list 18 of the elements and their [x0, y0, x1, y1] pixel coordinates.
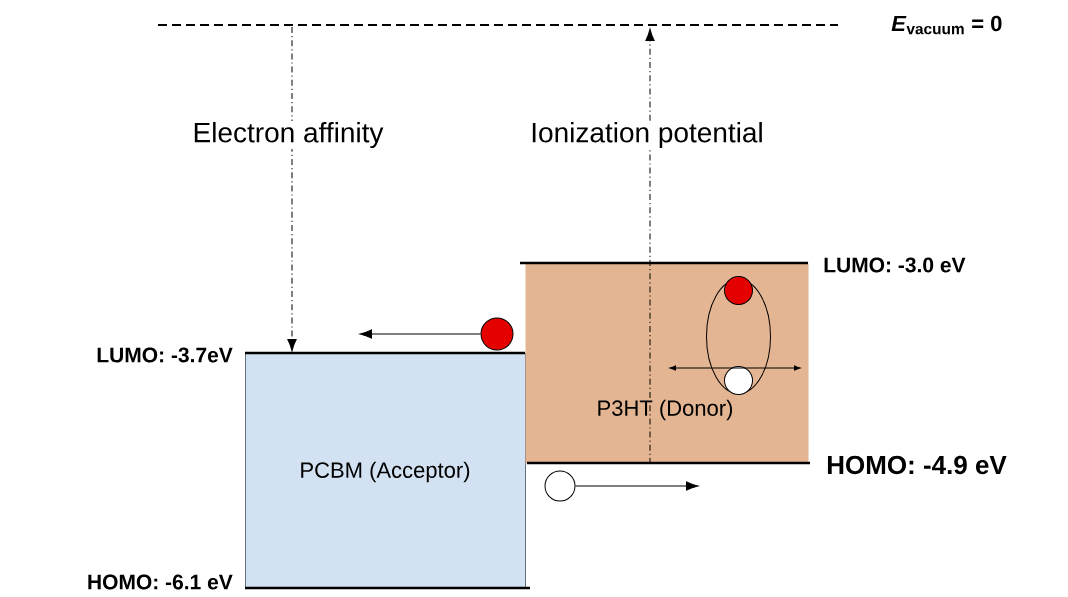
- energy-level-box: PCBM (Acceptor): [245, 351, 530, 590]
- edge-label: Ionization potential: [529, 120, 765, 150]
- energy-label: E$_{vacuum}$ = 0: [891, 15, 1002, 35]
- energy-label: HOMO: -6.1 eV: [88, 574, 233, 590]
- energy-label: HOMO: -4.9 eV: [827, 455, 1007, 475]
- energy-label: LUMO: -3.0 eV: [824, 257, 966, 273]
- arrow: [359, 329, 481, 339]
- electron-circle: [480, 317, 514, 351]
- hole-circle: [724, 366, 753, 395]
- arrow: [575, 481, 699, 491]
- hole-circle: [544, 470, 576, 502]
- energy-label: LUMO: -3.7eV: [97, 347, 233, 363]
- vacuum-level-line: [158, 24, 838, 26]
- arrow: [645, 28, 655, 465]
- arrow: [287, 26, 297, 352]
- electron-circle: [724, 276, 753, 305]
- edge-label: Electron affinity: [191, 120, 385, 150]
- energy-level-box: P3HT (Donor): [520, 261, 810, 465]
